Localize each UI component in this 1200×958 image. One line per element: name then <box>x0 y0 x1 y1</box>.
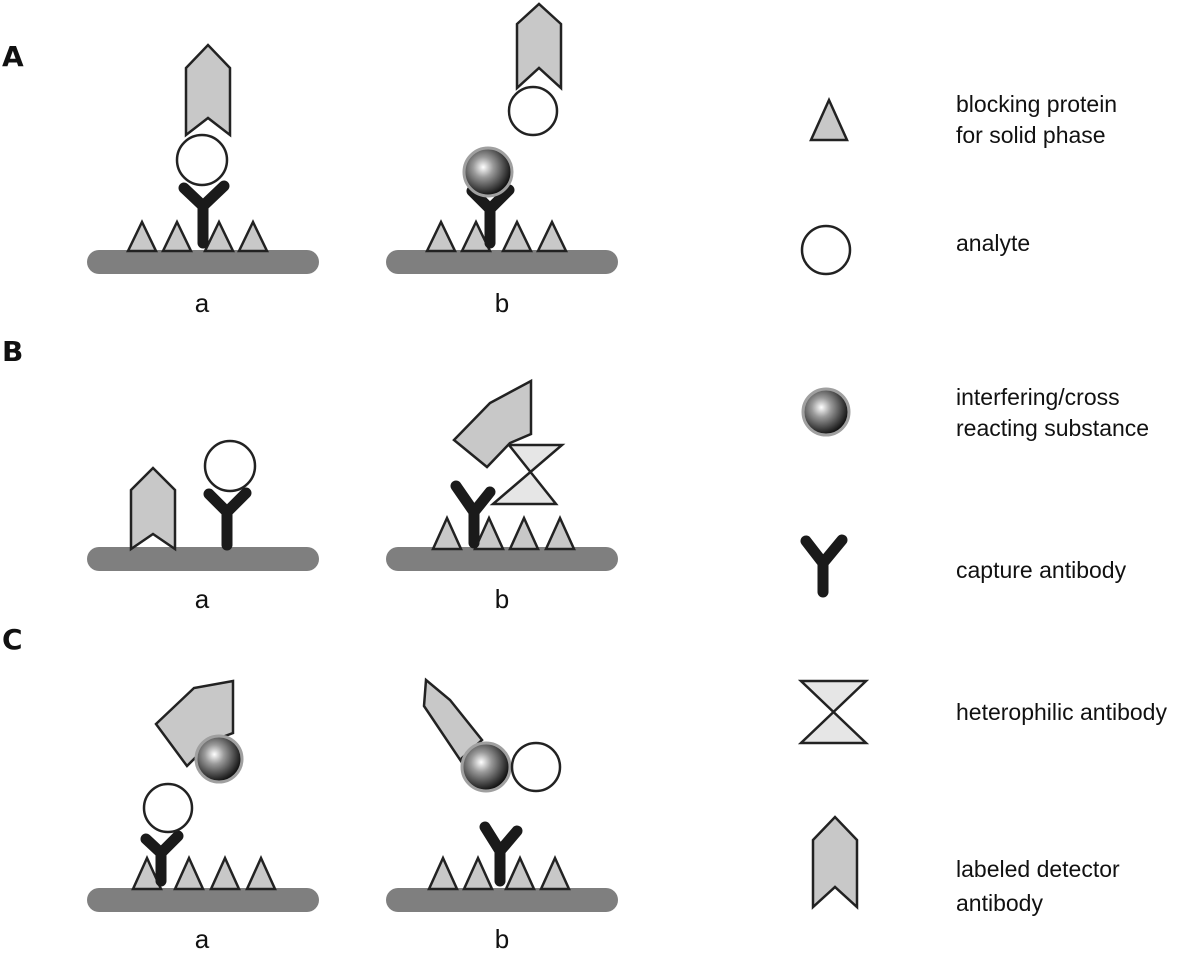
sub-label-a: a <box>195 288 210 318</box>
blocking-protein <box>237 219 269 253</box>
labeled-detector-antibody <box>452 378 533 469</box>
panel-a-scene-a: a <box>87 43 319 318</box>
interfering-substance <box>194 734 244 784</box>
sub-label-a: a <box>195 584 210 614</box>
capture-antibody-icon <box>800 534 848 598</box>
blocking-protein <box>473 514 505 551</box>
blocking-protein <box>425 219 457 253</box>
labeled-detector-antibody-icon <box>811 815 859 910</box>
sub-label-b: b <box>495 924 509 954</box>
solid-phase-surface <box>87 547 319 571</box>
blocking-protein <box>501 219 533 253</box>
blocking-protein <box>460 219 492 253</box>
capture-antibody <box>203 487 252 551</box>
blocking-protein <box>504 854 536 891</box>
legend-label-blocking-protein-line2: for solid phase <box>956 122 1106 148</box>
blocking-protein <box>173 854 205 891</box>
legend-label-detector-line2: antibody <box>956 890 1043 916</box>
interfering-substance <box>460 741 512 793</box>
analyte <box>510 741 562 793</box>
solid-phase-surface <box>386 250 618 274</box>
capture-antibody <box>140 830 184 887</box>
legend-label-capture-antibody: capture antibody <box>956 557 1127 583</box>
legend-label-blocking-protein-line1: blocking protein <box>956 91 1117 117</box>
panel-letter-a: A <box>2 40 24 73</box>
heterophilic-antibody <box>489 443 566 506</box>
analyte <box>507 85 559 137</box>
blocking-protein <box>203 219 235 253</box>
interfering-substance-icon <box>801 387 851 437</box>
blocking-protein <box>431 514 463 551</box>
blocking-protein-icon <box>809 96 849 142</box>
labeled-detector-antibody <box>154 679 235 768</box>
panel-c-scene-b: b <box>386 677 618 954</box>
labeled-detector-antibody <box>184 43 232 138</box>
blocking-protein <box>245 854 277 891</box>
analyte <box>142 782 194 834</box>
panel-letter-b: B <box>2 335 23 368</box>
blocking-protein <box>462 854 494 891</box>
panel-c-scene-a: a <box>87 679 319 954</box>
panel-b-scene-b: b <box>386 378 618 614</box>
panel-letter-c: C <box>2 623 23 656</box>
labeled-detector-antibody <box>515 2 563 91</box>
solid-phase-surface <box>87 250 319 274</box>
legend-label-detector-line1: labeled detector <box>956 856 1120 882</box>
legend-label-interfering-line2: reacting substance <box>956 415 1149 441</box>
solid-phase-surface <box>386 888 618 912</box>
legend: blocking protein for solid phase analyte… <box>797 91 1167 916</box>
analyte-icon <box>800 224 852 276</box>
analyte <box>175 133 229 187</box>
blocking-protein <box>209 854 241 891</box>
blocking-protein <box>539 854 571 891</box>
solid-phase-surface <box>386 547 618 571</box>
analyte <box>203 439 257 493</box>
interfering-substance <box>462 146 514 198</box>
sub-label-a: a <box>195 924 210 954</box>
capture-antibody <box>466 184 515 249</box>
capture-antibody <box>450 480 496 549</box>
labeled-detector-antibody <box>129 466 177 552</box>
capture-antibody <box>178 180 230 249</box>
labeled-detector-antibody <box>422 677 484 783</box>
blocking-protein <box>131 854 163 891</box>
heterophilic-antibody-icon <box>797 679 870 745</box>
legend-label-interfering-line1: interfering/cross <box>956 384 1120 410</box>
blocking-protein <box>161 219 193 253</box>
sub-label-b: b <box>495 584 509 614</box>
blocking-protein <box>508 514 540 551</box>
legend-label-heterophilic-antibody: heterophilic antibody <box>956 699 1167 725</box>
sub-label-b: b <box>495 288 509 318</box>
blocking-protein <box>544 514 576 551</box>
solid-phase-surface <box>87 888 319 912</box>
blocking-protein <box>427 854 459 891</box>
blocking-protein <box>126 219 158 253</box>
panel-a-scene-b: b <box>386 2 618 318</box>
legend-label-analyte: analyte <box>956 230 1030 256</box>
blocking-protein <box>536 219 568 253</box>
capture-antibody <box>479 821 523 887</box>
panel-b-scene-a: a <box>87 439 319 614</box>
